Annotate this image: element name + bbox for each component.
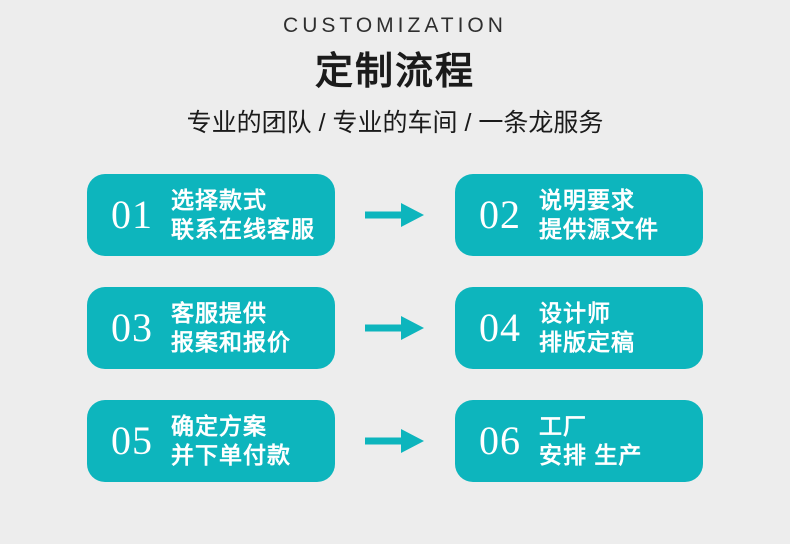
step-line2: 安排 生产 [539, 442, 643, 468]
steps-grid: 01 选择款式 联系在线客服 02 说明要求 提供源文件 [0, 174, 790, 482]
step-number: 06 [479, 418, 521, 463]
right-arrow-icon [335, 426, 455, 456]
right-arrow-icon [335, 200, 455, 230]
page-title: 定制流程 [314, 51, 475, 93]
step-line1: 工厂 [539, 413, 587, 439]
step-number: 03 [111, 305, 153, 350]
step-card-05: 05 确定方案 并下单付款 [87, 400, 335, 482]
step-line2: 并下单付款 [171, 442, 291, 468]
step-line1: 客服提供 [171, 300, 267, 326]
step-row-3: 05 确定方案 并下单付款 06 工厂 安排 生产 [87, 400, 703, 482]
step-number: 01 [111, 192, 153, 237]
step-card-03: 03 客服提供 报案和报价 [87, 287, 335, 369]
step-line2: 排版定稿 [539, 329, 635, 355]
step-line1: 说明要求 [539, 187, 635, 213]
page-header: CUSTOMIZATION 定制流程 专业的团队 / 专业的车间 / 一条龙服务 [0, 0, 790, 138]
step-line2: 报案和报价 [171, 329, 291, 355]
step-card-01: 01 选择款式 联系在线客服 [87, 174, 335, 256]
step-line2: 提供源文件 [539, 216, 659, 242]
page-subtitle: 专业的团队 / 专业的车间 / 一条龙服务 [186, 109, 604, 137]
step-card-02: 02 说明要求 提供源文件 [455, 174, 703, 256]
step-card-06: 06 工厂 安排 生产 [455, 400, 703, 482]
step-line1: 设计师 [539, 300, 611, 326]
step-row-2: 03 客服提供 报案和报价 04 设计师 排版定稿 [87, 287, 703, 369]
step-number: 05 [111, 418, 153, 463]
step-line2: 联系在线客服 [171, 216, 315, 242]
step-text: 选择款式 联系在线客服 [171, 186, 315, 244]
step-number: 04 [479, 305, 521, 350]
step-line1: 选择款式 [171, 187, 267, 213]
step-card-04: 04 设计师 排版定稿 [455, 287, 703, 369]
right-arrow-icon [335, 313, 455, 343]
step-line1: 确定方案 [171, 413, 267, 439]
step-text: 客服提供 报案和报价 [171, 299, 291, 357]
step-text: 确定方案 并下单付款 [171, 412, 291, 470]
step-text: 工厂 安排 生产 [539, 412, 642, 470]
step-text: 设计师 排版定稿 [539, 299, 635, 357]
step-number: 02 [479, 192, 521, 237]
eyebrow-text: CUSTOMIZATION [283, 14, 507, 37]
step-text: 说明要求 提供源文件 [539, 186, 659, 244]
step-row-1: 01 选择款式 联系在线客服 02 说明要求 提供源文件 [87, 174, 703, 256]
